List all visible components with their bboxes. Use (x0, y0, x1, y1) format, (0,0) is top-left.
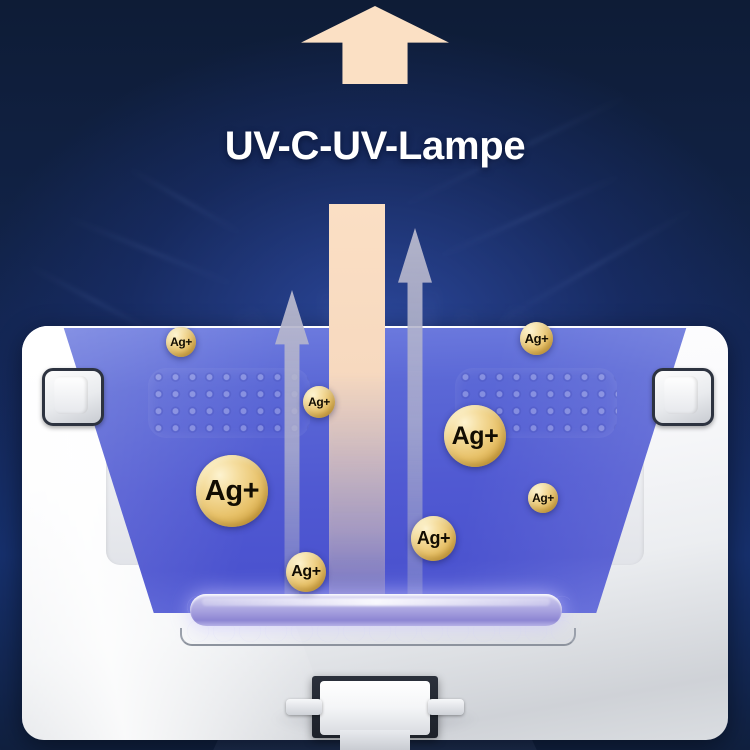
light-streak (494, 207, 696, 325)
silver-ion-bubble: Ag+ (286, 552, 326, 592)
chamber-shelf-edge (180, 628, 576, 646)
hinge-axle-right (428, 699, 464, 715)
silver-ion-bubble: Ag+ (444, 405, 506, 467)
latch-clip-right[interactable] (652, 368, 714, 426)
silver-ion-bubble: Ag+ (411, 516, 456, 561)
pedestal-stem (340, 730, 410, 750)
device-recess-right (600, 430, 644, 565)
silver-ion-bubble: Ag+ (520, 322, 553, 355)
lamp-highlight (202, 598, 550, 606)
light-streak (66, 216, 234, 286)
page-title: UV-C-UV-Lampe (224, 124, 526, 168)
light-streak (128, 167, 242, 235)
silver-ion-bubble: Ag+ (166, 327, 196, 357)
hinge-axle-left (286, 699, 322, 715)
hinge-roller (320, 681, 430, 735)
latch-clip-left[interactable] (42, 368, 104, 426)
silver-ion-bubble: Ag+ (528, 483, 558, 513)
textured-pad-left (148, 368, 310, 438)
uv-beam-arrow-icon (329, 204, 385, 624)
light-streak (438, 174, 622, 258)
up-arrow-icon (301, 6, 449, 84)
device-recess-left (106, 430, 150, 565)
silver-ion-bubble: Ag+ (196, 455, 268, 527)
silver-ion-bubble: Ag+ (303, 386, 335, 418)
